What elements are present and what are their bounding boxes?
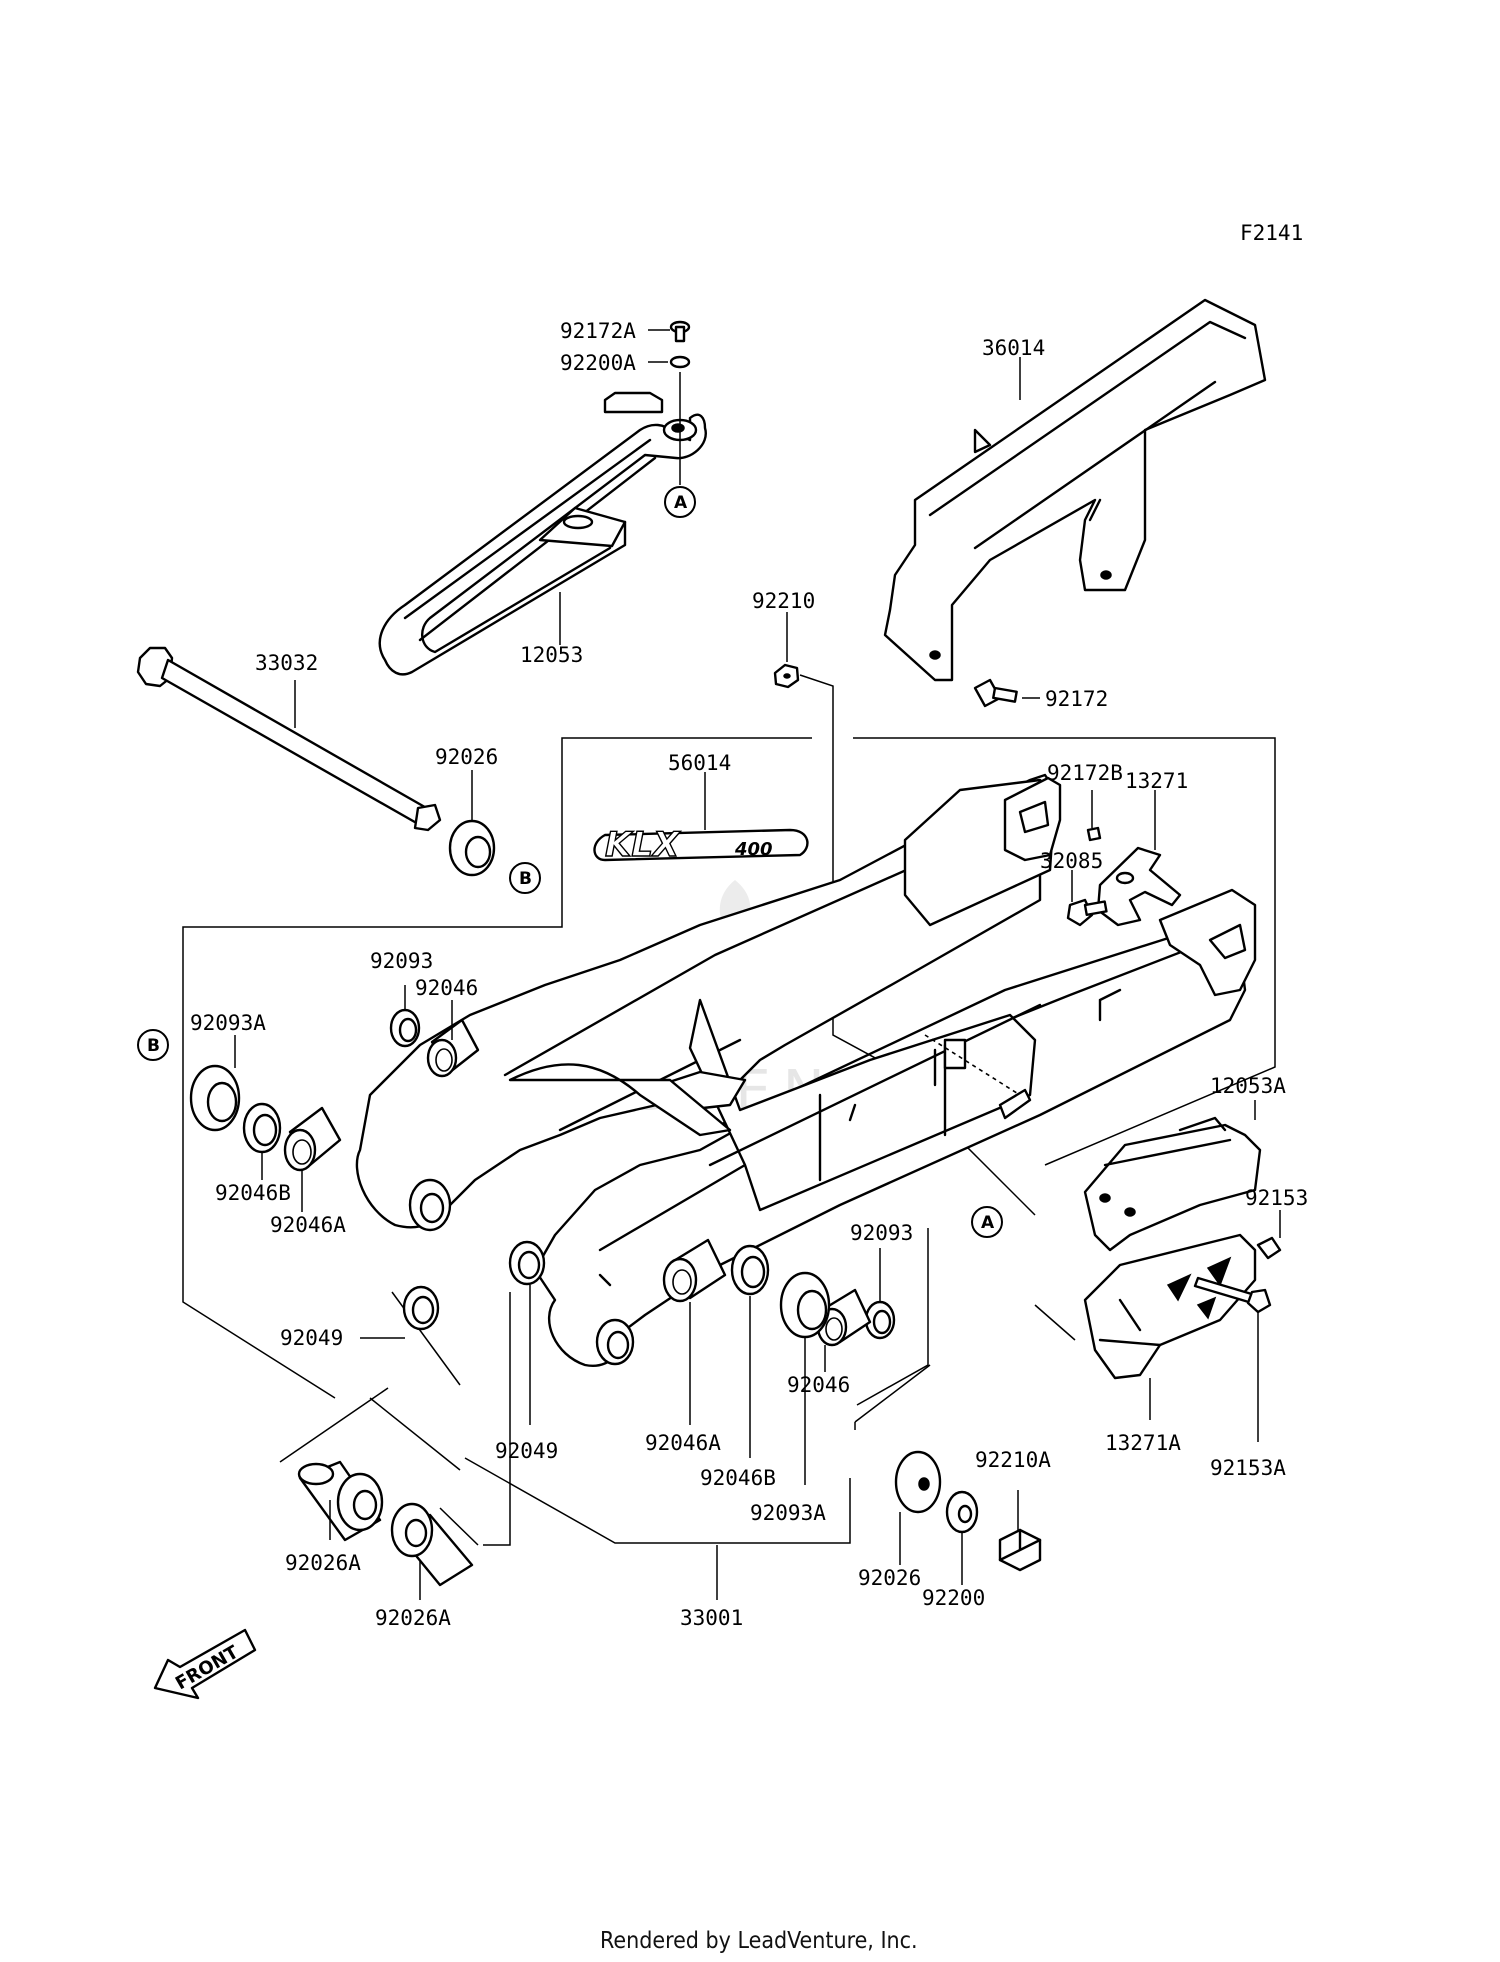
logo-main: KLX <box>605 825 681 865</box>
label-92200: 92200 <box>922 1586 985 1610</box>
leader-lines <box>234 329 1281 1600</box>
seal-92093-right <box>864 1300 896 1340</box>
collar-92049-left <box>402 1285 440 1331</box>
collar-92026A-left <box>297 1460 384 1542</box>
bearing-92046A-mid <box>662 1238 727 1303</box>
front-direction-marker: FRONT <box>153 1628 257 1700</box>
chain-guide-12053A <box>1083 1116 1262 1252</box>
logo-sub: 400 <box>734 839 773 860</box>
bearing-92046A-left <box>283 1106 342 1172</box>
svg-text:A: A <box>674 493 688 513</box>
chain-cover <box>883 298 1267 682</box>
label-92046B-left: 92046B <box>215 1181 291 1205</box>
label-92026A-right: 92026A <box>375 1606 451 1630</box>
adjuster-plate-13271 <box>1096 846 1182 927</box>
label-56014: 56014 <box>668 751 731 775</box>
collar-92026A-right <box>390 1502 474 1587</box>
pivot-shaft <box>136 646 442 832</box>
klx-decal: KLX 400 <box>593 824 809 866</box>
label-92049-left: 92049 <box>280 1326 343 1350</box>
washer-92200 <box>945 1490 979 1534</box>
nut-92210 <box>773 663 800 689</box>
label-92172: 92172 <box>1045 687 1108 711</box>
seal-92093-top <box>389 1008 421 1048</box>
bolt-32085 <box>1066 898 1108 927</box>
washer-92026-top <box>448 819 496 877</box>
callout-a-mid: A <box>971 1206 1003 1238</box>
bolt-92172 <box>973 678 1018 708</box>
collar-92049-mid <box>508 1240 546 1286</box>
svg-text:B: B <box>519 869 532 889</box>
footer-credit: Rendered by LeadVenture, Inc. <box>600 1928 918 1954</box>
label-33032: 33032 <box>255 651 318 675</box>
screw-92172A <box>669 320 691 343</box>
label-13271A: 13271A <box>1105 1431 1181 1455</box>
label-92046-right: 92046 <box>787 1373 850 1397</box>
callout-b-left: B <box>137 1029 169 1061</box>
label-13271: 13271 <box>1125 769 1188 793</box>
washer-92026-bottom <box>894 1450 942 1514</box>
seal-92093A-left <box>189 1064 241 1132</box>
label-92046A-mid: 92046A <box>645 1431 721 1455</box>
label-92046A-left: 92046A <box>270 1213 346 1237</box>
bearing-92046-top <box>426 1018 480 1078</box>
label-92200A: 92200A <box>560 351 636 375</box>
label-92093-right: 92093 <box>850 1221 913 1245</box>
callout-b-top: B <box>509 862 541 894</box>
label-12053: 12053 <box>520 643 583 667</box>
bolt-92153 <box>1256 1236 1282 1260</box>
label-92046B-mid: 92046B <box>700 1466 776 1490</box>
svg-text:B: B <box>147 1036 160 1056</box>
diagram-id: F2141 <box>1240 221 1303 245</box>
svg-text:A: A <box>981 1213 995 1233</box>
label-92172A: 92172A <box>560 319 636 343</box>
callout-a-top: A <box>664 486 696 518</box>
label-92046-top: 92046 <box>415 976 478 1000</box>
label-92210A: 92210A <box>975 1448 1051 1472</box>
label-12053A: 12053A <box>1210 1074 1286 1098</box>
washer-92046B-left <box>242 1102 282 1154</box>
label-92172B: 92172B <box>1047 761 1123 785</box>
nut-92210A <box>998 1528 1042 1572</box>
label-92153: 92153 <box>1245 1186 1308 1210</box>
chain-slider <box>378 391 707 676</box>
guide-plate-13271A <box>1083 1233 1257 1380</box>
label-33001: 33001 <box>680 1606 743 1630</box>
label-92210: 92210 <box>752 589 815 613</box>
label-32085: 32085 <box>1040 849 1103 873</box>
label-92153A: 92153A <box>1210 1456 1286 1480</box>
label-36014: 36014 <box>982 336 1045 360</box>
bolt-92153A <box>1193 1276 1272 1314</box>
seal-92093A-mid <box>779 1271 831 1339</box>
label-92093A-mid: 92093A <box>750 1501 826 1525</box>
part-labels: 92172A 92200A 36014 12053 33032 92210 92… <box>190 319 1308 1630</box>
washer-92046B-mid <box>730 1244 770 1296</box>
label-92026-top: 92026 <box>435 745 498 769</box>
label-92093-top: 92093 <box>370 949 433 973</box>
label-92026-bottom: 92026 <box>858 1566 921 1590</box>
assembly-bracket-lines <box>182 674 1276 1546</box>
label-92093A-left: 92093A <box>190 1011 266 1035</box>
label-92026A-left: 92026A <box>285 1551 361 1575</box>
bolt-92172B <box>1086 826 1102 842</box>
label-92049-mid: 92049 <box>495 1439 558 1463</box>
washer-92200A <box>669 355 691 369</box>
